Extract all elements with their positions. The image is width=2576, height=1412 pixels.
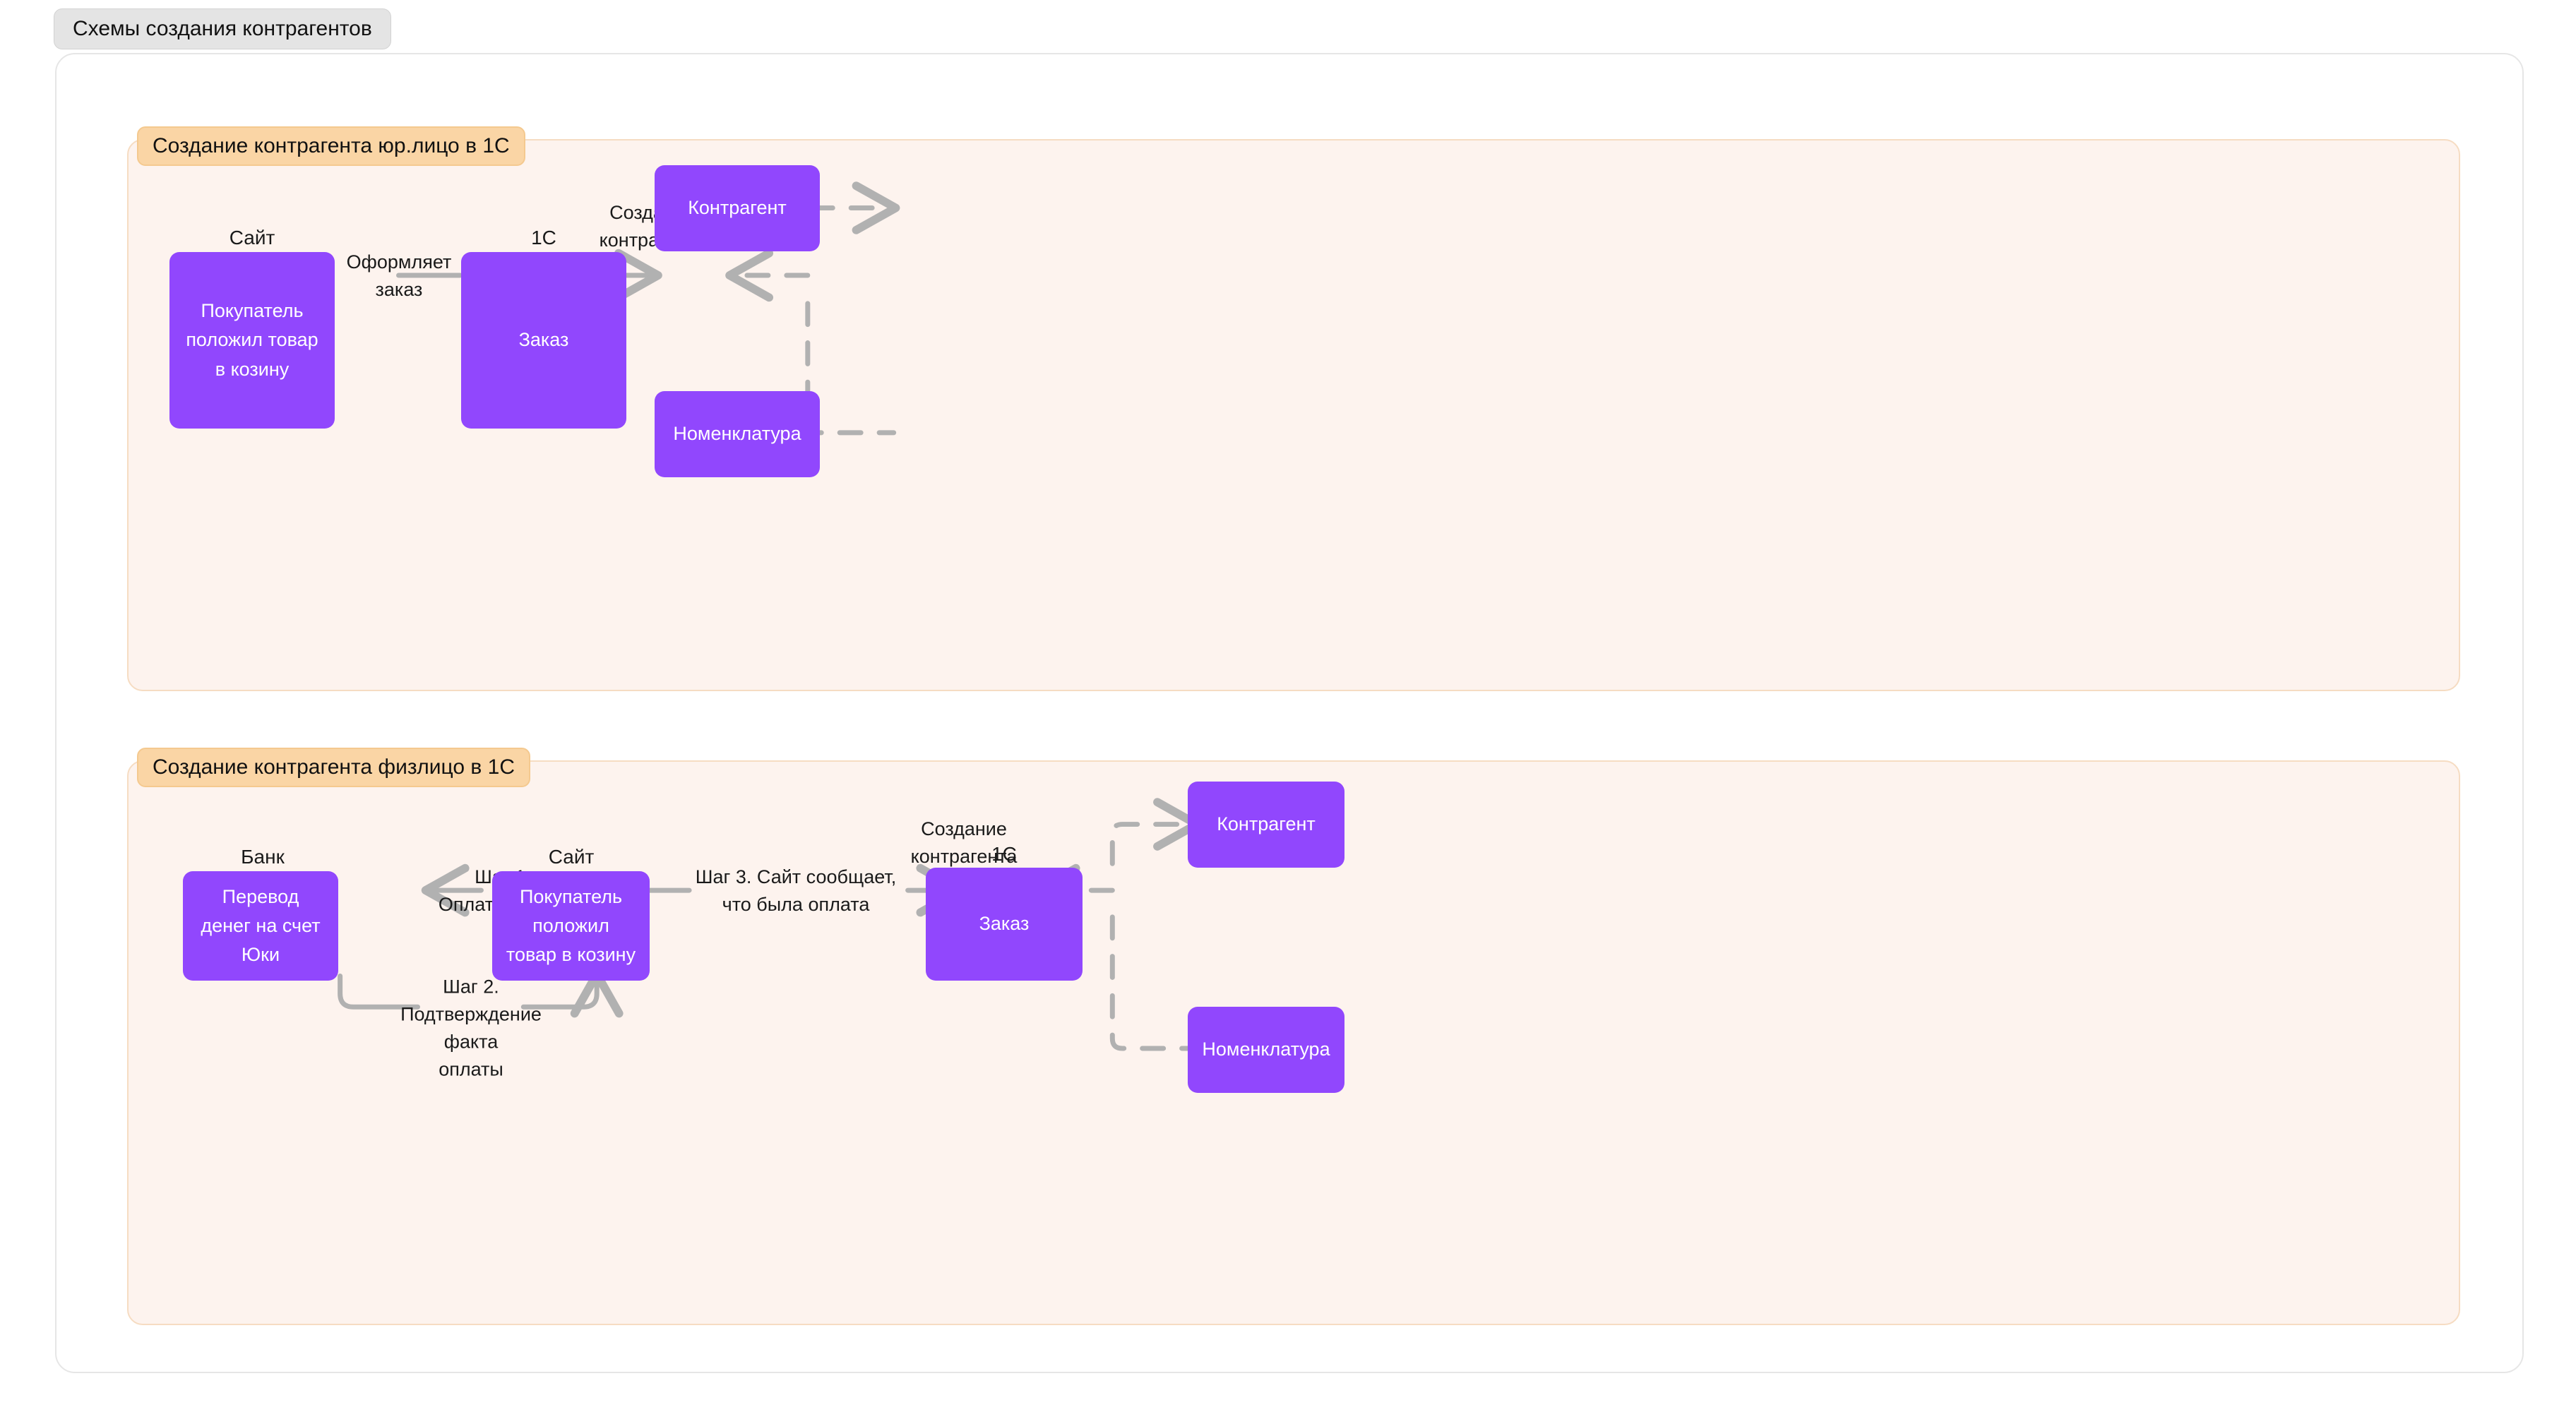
page-title-tag[interactable]: Схемы создания контрагентов	[54, 8, 391, 49]
node-order-2[interactable]: Заказ	[926, 868, 1083, 981]
section-legal-entity: Создание контрагента юр.лицо в 1С Сайт П…	[127, 126, 2460, 691]
node-transfer-label: Перевод денег на счет Юки	[201, 885, 321, 966]
node-counterparty-2-label: Контрагент	[1217, 813, 1316, 835]
caption-site-2: Сайт	[548, 846, 595, 868]
edge-order-counterparty-dashed-2	[1109, 798, 1201, 866]
edge-order-counterparty-dashed	[805, 181, 900, 250]
section-individual: Создание контрагента физлицо в 1С	[127, 748, 2460, 1325]
edge-label-step3: Шаг 3. Сайт сообщает, что была оплата	[695, 866, 897, 915]
node-nomenclature-1[interactable]: Номенклатура	[655, 391, 820, 477]
node-buyer-1-label: Покупатель положил товар в козину	[186, 300, 318, 380]
edge-label-step2: Шаг 2. Подтверждение факта оплаты	[400, 976, 542, 1081]
node-nomenclature-1-label: Номенклатура	[673, 423, 801, 445]
section-badge-legal-entity[interactable]: Создание контрагента юр.лицо в 1С	[137, 126, 525, 166]
node-buyer-2-label: Покупатель положил товар в козину	[506, 885, 636, 966]
node-counterparty-1[interactable]: Контрагент	[655, 165, 820, 251]
node-order-1[interactable]: Заказ	[461, 252, 626, 429]
node-buyer-2[interactable]: Покупатель положил товар в козину	[492, 871, 650, 981]
edge-nomenclature-trunk-dashed	[805, 301, 897, 436]
node-buyer-1[interactable]: Покупатель положил товар в козину	[169, 252, 335, 429]
edge-nomenclature-trunk-dashed-2	[1109, 914, 1198, 1051]
caption-bank: Банк	[241, 846, 285, 868]
node-transfer[interactable]: Перевод денег на счет Юки	[183, 871, 338, 981]
caption-onec-1: 1С	[531, 227, 556, 249]
node-nomenclature-2-label: Номенклатура	[1202, 1039, 1330, 1060]
caption-onec-2: 1С	[991, 843, 1017, 865]
edge-label-places-order: Оформляет заказ	[346, 251, 452, 300]
node-counterparty-1-label: Контрагент	[688, 197, 787, 219]
node-order-1-label: Заказ	[518, 329, 569, 351]
caption-site-1: Сайт	[229, 227, 275, 249]
node-counterparty-2[interactable]: Контрагент	[1188, 782, 1344, 868]
node-nomenclature-2[interactable]: Номенклатура	[1188, 1007, 1344, 1093]
section-badge-individual[interactable]: Создание контрагента физлицо в 1С	[137, 748, 531, 787]
diagrams-card: Создание контрагента юр.лицо в 1С Сайт П…	[55, 53, 2524, 1373]
node-order-2-label: Заказ	[979, 913, 1030, 935]
edge-label-create-counterparty-2: Создание контрагента	[910, 818, 1018, 867]
